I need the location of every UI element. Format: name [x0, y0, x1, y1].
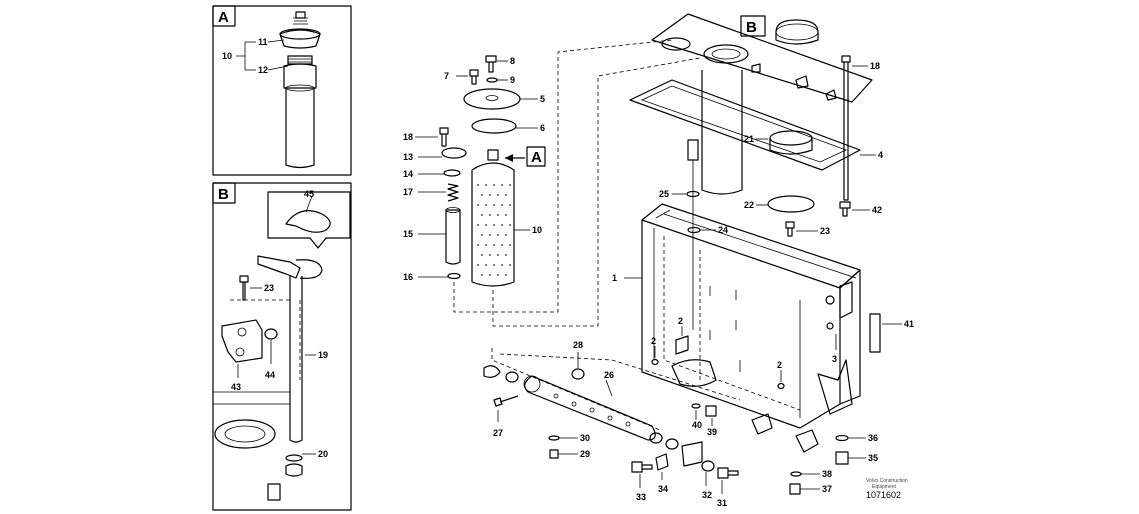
- callout-b-letter: B: [746, 19, 757, 36]
- disc-22: [767, 195, 815, 213]
- label-45: 45: [304, 189, 314, 199]
- tank-body: 1 2 2 2 3 41 36 35 38: [612, 203, 914, 495]
- inset-a-letter-box: [212, 5, 236, 27]
- gasket-4: [629, 79, 861, 171]
- inset-a: A 10 11 12: [212, 5, 352, 176]
- watermark-line-2: Equipment: [872, 484, 897, 490]
- footer: Volvo Construction Equipment 1071602: [866, 478, 908, 500]
- label-32: 32: [702, 490, 712, 500]
- label-27: 27: [493, 428, 503, 438]
- filter-perforation: [477, 184, 511, 276]
- label-30: 30: [580, 433, 590, 443]
- label-24: 24: [718, 225, 728, 235]
- label-33: 33: [636, 492, 646, 502]
- top-plate: [651, 13, 873, 103]
- filter-element-drawing: [279, 11, 321, 169]
- tube-19: [289, 276, 303, 443]
- inset-a-frame: [212, 5, 352, 176]
- base-plate: [213, 391, 290, 405]
- filter-group: 8 7 9 5 6 10: [403, 39, 701, 327]
- label-34: 34: [658, 484, 668, 494]
- suction-tube: [701, 70, 743, 195]
- label-28: 28: [573, 340, 583, 350]
- label-4: 4: [878, 150, 883, 160]
- label-9: 9: [510, 75, 515, 85]
- callout-a-box: [526, 146, 546, 167]
- label-18-left: 18: [403, 132, 413, 142]
- ring-21: [769, 130, 813, 146]
- label-14: 14: [403, 169, 413, 179]
- valve-15: [445, 209, 461, 265]
- label-43: 43: [231, 382, 241, 392]
- tank-top-face: [641, 203, 861, 289]
- label-19: 19: [318, 350, 328, 360]
- label-2-left: 2: [651, 336, 656, 346]
- oring-6: [471, 118, 517, 134]
- label-1: 1: [612, 273, 617, 283]
- filter-10: [471, 162, 515, 287]
- manifold-26: [524, 375, 656, 441]
- label-10-inset: 10: [222, 51, 232, 61]
- tank-front-face: [641, 220, 841, 429]
- label-5: 5: [540, 94, 545, 104]
- label-23: 23: [820, 226, 830, 236]
- sensor-head: [257, 255, 301, 279]
- label-15: 15: [403, 229, 413, 239]
- cable-tie-drawing: [285, 210, 331, 233]
- label-26: 26: [604, 370, 614, 380]
- label-41: 41: [904, 319, 914, 329]
- label-42: 42: [872, 205, 882, 215]
- label-22: 22: [744, 200, 754, 210]
- label-35: 35: [868, 453, 878, 463]
- label-7: 7: [444, 71, 449, 81]
- figure-number: 1071602: [866, 490, 901, 500]
- label-3: 3: [832, 354, 837, 364]
- inset-b-letter: B: [218, 186, 229, 203]
- label-23-inset: 23: [264, 283, 274, 293]
- label-18-right: 18: [870, 61, 880, 71]
- label-2-mid: 2: [678, 316, 683, 326]
- label-20: 20: [318, 449, 328, 459]
- label-36: 36: [868, 433, 878, 443]
- callout-a-letter: A: [531, 149, 542, 166]
- inset-a-letter: A: [218, 9, 229, 26]
- label-17: 17: [403, 187, 413, 197]
- label-16: 16: [403, 272, 413, 282]
- inset-b-frame: [212, 182, 352, 511]
- label-37: 37: [822, 484, 832, 494]
- watermark-line-1: Volvo Construction: [866, 478, 908, 484]
- callout-b-box: [740, 15, 766, 37]
- label-40: 40: [692, 420, 702, 430]
- label-10: 10: [532, 225, 542, 235]
- label-2-right: 2: [777, 360, 782, 370]
- label-12: 12: [258, 65, 268, 75]
- label-29: 29: [580, 449, 590, 459]
- bracket-43: [221, 319, 263, 363]
- manifold-group: 26 28 27 30 29 33 34 32 31: [483, 340, 741, 508]
- filler-cap: [775, 19, 819, 45]
- label-21: 21: [744, 134, 754, 144]
- label-31: 31: [717, 498, 727, 508]
- label-39: 39: [707, 427, 717, 437]
- inset-b-letter-box: [212, 182, 236, 204]
- label-6: 6: [540, 123, 545, 133]
- detail-bubble: [267, 191, 351, 249]
- label-44: 44: [265, 370, 275, 380]
- cover-5: [463, 88, 521, 110]
- label-25: 25: [659, 189, 669, 199]
- label-11: 11: [258, 37, 268, 47]
- inset-b: B 45 19 20 23 43 44: [212, 182, 352, 511]
- grommet-44: [264, 328, 278, 340]
- tank-top-group: 4 B 21 22 25 24 18 42 23: [629, 13, 883, 330]
- label-38: 38: [822, 469, 832, 479]
- label-13: 13: [403, 152, 413, 162]
- label-8: 8: [510, 56, 515, 66]
